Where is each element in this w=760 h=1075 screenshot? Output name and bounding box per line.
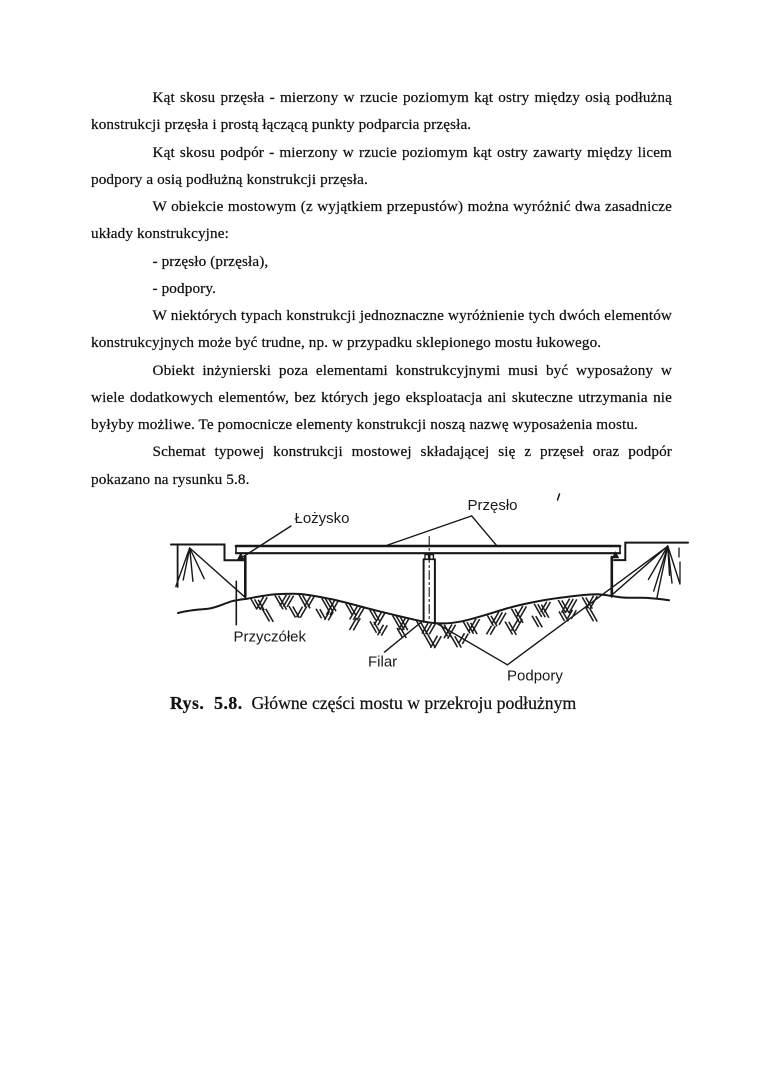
svg-text:Łożysko: Łożysko <box>295 510 350 527</box>
svg-text:Filar: Filar <box>368 654 397 671</box>
svg-text:Przyczółek: Przyczółek <box>234 629 307 646</box>
svg-text:Podpory: Podpory <box>507 668 563 685</box>
svg-text:Przęsło: Przęsło <box>468 497 518 514</box>
